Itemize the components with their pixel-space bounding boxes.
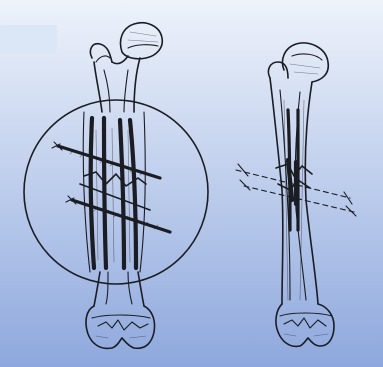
rod-right [130,120,136,268]
rod-center-right [120,120,124,268]
screw-lower [72,200,170,232]
magnified-circle [24,100,208,284]
rod-left [91,118,94,268]
right-femur [236,43,356,346]
